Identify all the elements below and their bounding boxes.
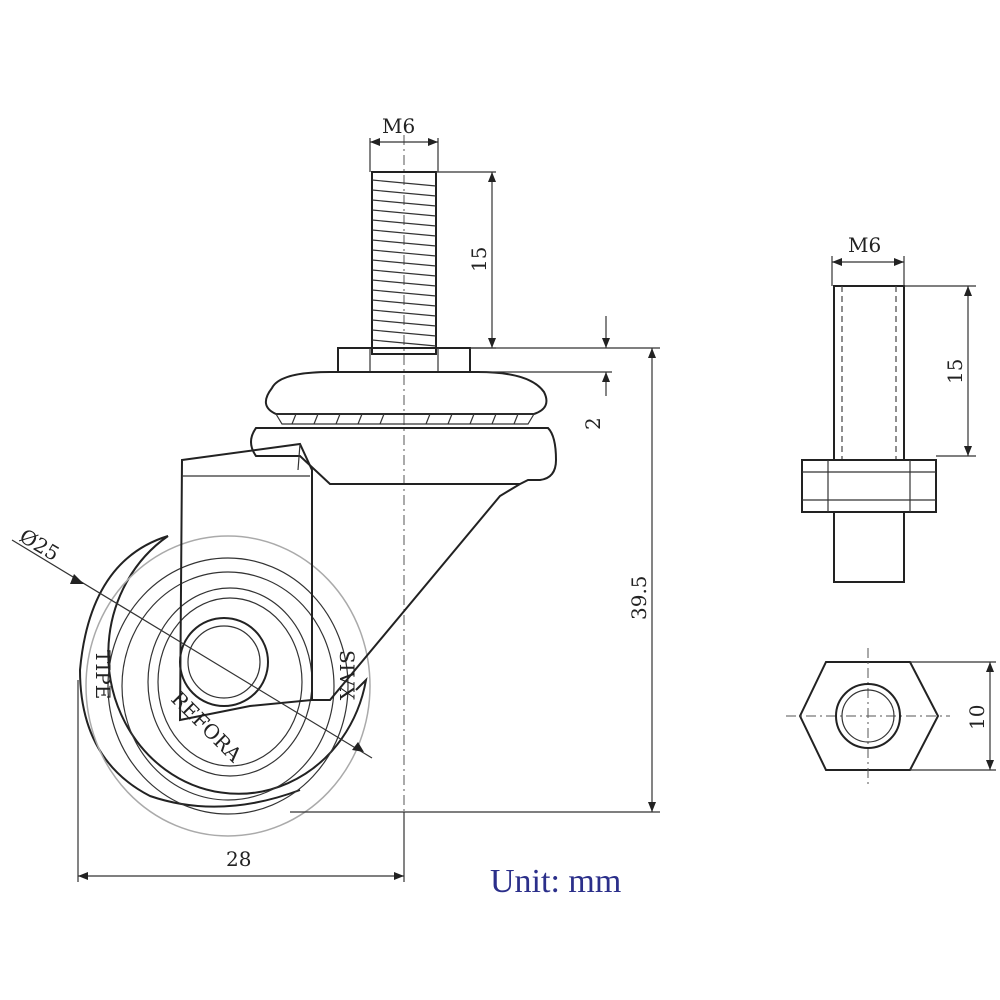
label-thread-length: 15	[467, 247, 491, 272]
label-wheel-diameter: Ø25	[15, 524, 63, 566]
wheel-text-right: SIVX	[335, 650, 359, 701]
dim-hex-width: 10	[910, 661, 996, 771]
label-plate-thickness: 2	[581, 417, 605, 430]
dim-overall-height: 39.5	[290, 347, 660, 813]
dim-thread-size-side: M6	[831, 233, 905, 286]
label-bolt-length: 15	[943, 359, 967, 384]
dim-thread-length: 15	[436, 171, 496, 349]
unit-label: Unit: mm	[490, 863, 621, 900]
axle	[179, 617, 269, 707]
hex-nut-top-view: 10	[786, 648, 996, 784]
label-overall-height: 39.5	[627, 575, 651, 620]
wheel-text-left: TIPE	[91, 650, 115, 699]
dim-bolt-length: 15	[904, 285, 976, 457]
bolt-side-view: M6 15	[801, 233, 976, 583]
dim-thread-size-top: M6	[369, 114, 439, 172]
dim-plate-thickness: 2	[470, 316, 612, 430]
swivel-ring	[250, 427, 558, 485]
label-thread-size-side: M6	[848, 233, 881, 257]
fork-arm	[178, 442, 521, 722]
label-thread-size-top: M6	[382, 114, 415, 138]
wheel	[78, 535, 371, 837]
top-plate	[265, 371, 548, 425]
label-width: 28	[226, 847, 251, 871]
label-hex-width: 10	[965, 705, 989, 730]
caster-side-view: TIPE REFORA SIVX M6 15	[11, 114, 660, 882]
dim-width: 28	[77, 680, 405, 882]
threaded-stem	[371, 171, 437, 355]
